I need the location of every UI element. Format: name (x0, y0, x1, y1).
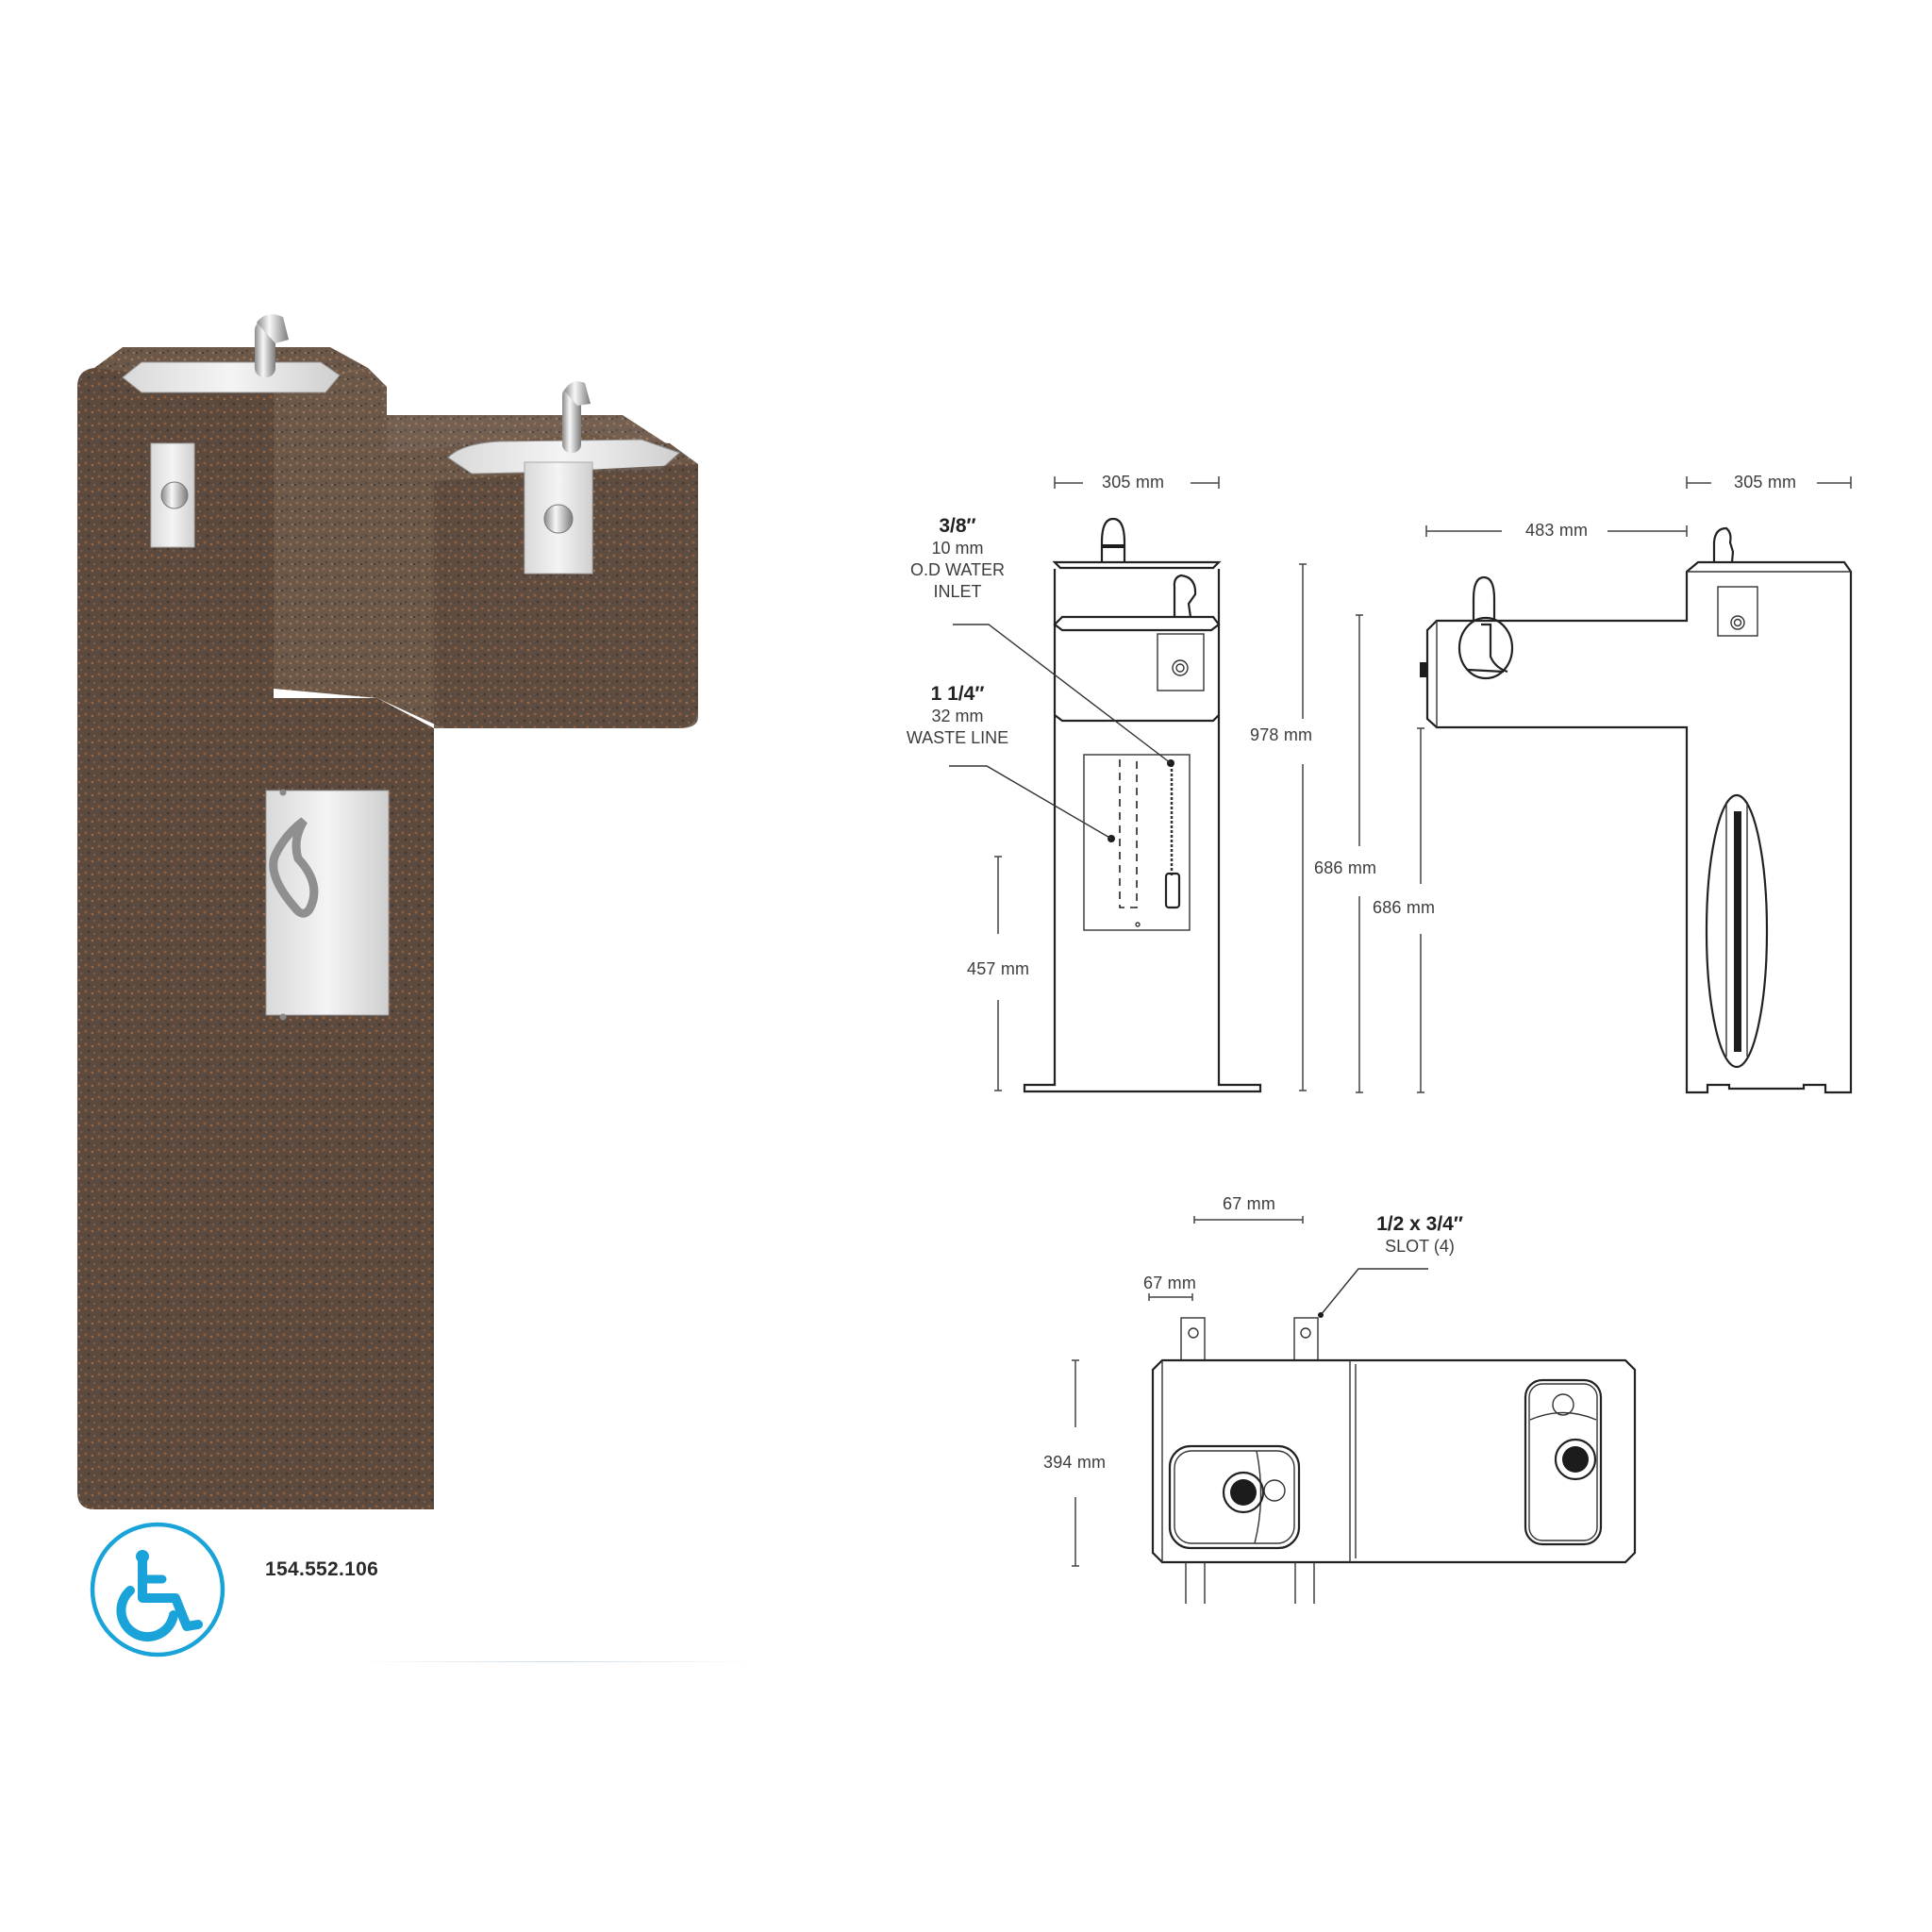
slot-callout: 1/2 x 3/4″ SLOT (4) (1349, 1213, 1491, 1257)
side-height-outer-label: 686 mm (1314, 858, 1377, 877)
front-height-base-label: 457 mm (967, 959, 1030, 978)
side-view-drawing (1420, 476, 1853, 1094)
front-width-label: 305 mm (1102, 473, 1165, 491)
product-photo (57, 302, 811, 1528)
waste-line-size: 1 1/4″ (930, 683, 985, 705)
waste-line-callout: 1 1/4″ 32 mm WASTE LINE (901, 683, 1014, 749)
slot-spacing-label: 67 mm (1223, 1194, 1276, 1213)
slot-size: 1/2 x 3/4″ (1376, 1213, 1463, 1235)
water-inlet-callout: 3/8″ 10 mm O.D WATER INLET (901, 515, 1014, 603)
water-inlet-line2: INLET (933, 582, 982, 601)
wheelchair-accessible-icon (90, 1522, 225, 1657)
waste-line-label: WASTE LINE (906, 728, 1009, 747)
product-code: 154.552.106 (265, 1558, 379, 1580)
side-top-width-label: 305 mm (1734, 473, 1797, 491)
top-depth-label: 394 mm (1043, 1453, 1107, 1472)
waste-line-metric: 32 mm (931, 707, 984, 725)
side-arm-length-label: 483 mm (1525, 521, 1589, 540)
slot-offset-label: 67 mm (1143, 1274, 1197, 1292)
front-height-total-label: 978 mm (1250, 725, 1313, 744)
water-inlet-metric: 10 mm (931, 539, 984, 558)
slot-count-label: SLOT (4) (1385, 1237, 1455, 1256)
fountain-illustration (77, 314, 698, 1509)
water-inlet-size: 3/8″ (939, 515, 976, 537)
water-inlet-line1: O.D WATER (910, 560, 1005, 579)
divider (358, 1661, 755, 1662)
side-height-inner-label: 686 mm (1373, 898, 1436, 917)
side-view-height-dims (1356, 614, 1424, 1093)
accessibility-badge (89, 1521, 226, 1658)
